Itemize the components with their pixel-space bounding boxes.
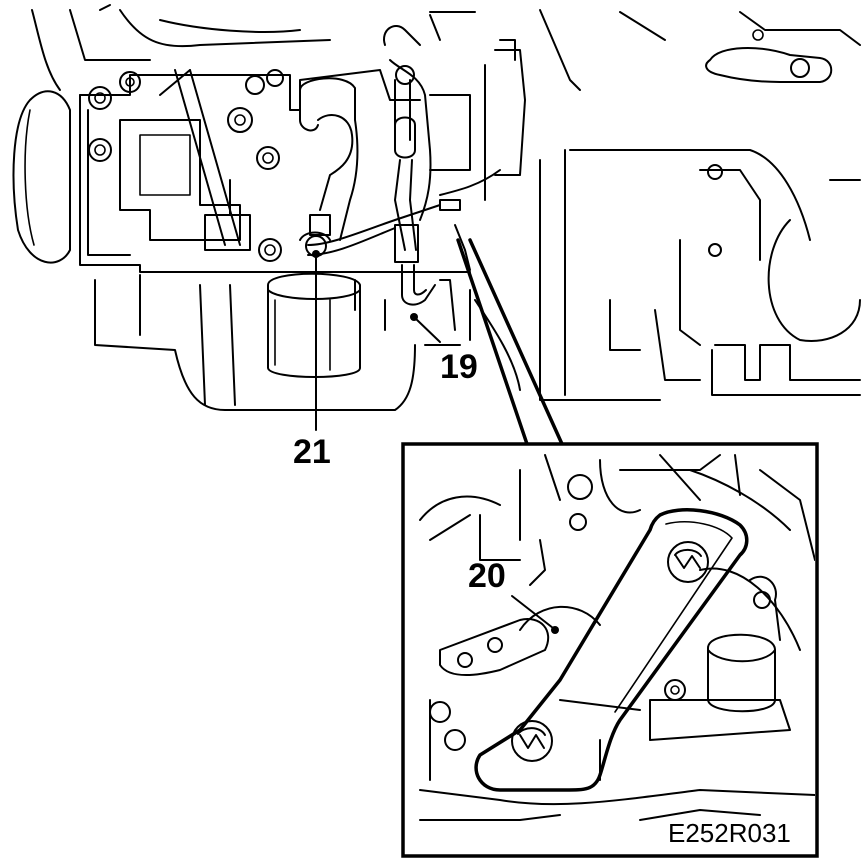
figure-code: E252R031 (668, 818, 791, 848)
callout-19-label: 19 (440, 348, 478, 386)
callout-21-label: 21 (293, 433, 331, 471)
callout-20-label: 20 (468, 557, 506, 595)
callout-20: 20 (468, 557, 559, 634)
engine-block (12, 4, 861, 411)
callout-21: 21 (293, 250, 331, 471)
callout-19: 19 (410, 313, 478, 386)
detail-inset: 20 E252R031 (401, 442, 819, 858)
detail-frame (401, 442, 819, 858)
zoom-connector (456, 238, 564, 446)
